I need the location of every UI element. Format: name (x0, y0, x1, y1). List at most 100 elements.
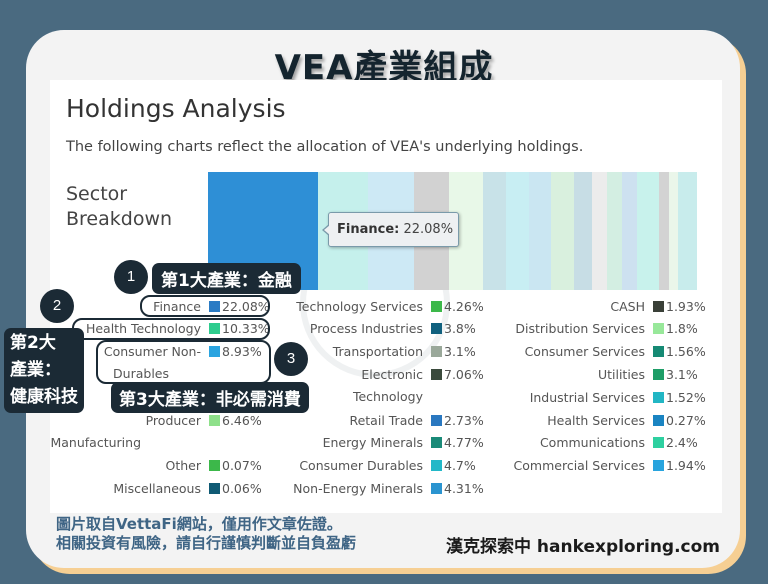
legend-swatch-icon (653, 415, 664, 426)
legend-swatch-icon (653, 460, 664, 471)
bar-segment[interactable] (592, 172, 607, 290)
legend-item-value: 2.73% (431, 413, 484, 428)
bar-segment[interactable] (551, 172, 574, 290)
legend-item: Finance (0, 299, 201, 319)
legend-item: Commercial Services (0, 458, 645, 478)
legend-item-name: Non-Energy Minerals (293, 481, 423, 496)
legend-swatch-icon (431, 437, 442, 448)
legend-item-name: Energy Minerals (322, 435, 423, 450)
finance-highlight-outline (140, 295, 270, 317)
legend-swatch-icon (209, 415, 220, 426)
legend-item-name: Health Technology (85, 321, 201, 336)
legend-item-value: 8.93% (209, 344, 262, 359)
legend-item: Communications (0, 435, 645, 455)
legend-item-name: Utilities (597, 367, 645, 382)
annotation-tag-2: 第2大 產業： 健康科技 (4, 328, 84, 413)
legend-item-value: 3.8% (431, 321, 476, 336)
legend-swatch-icon (653, 392, 664, 403)
legend-item-name: Finance (153, 299, 201, 314)
legend-item: Consumer Services (0, 344, 645, 364)
legend-item: Other (0, 458, 202, 478)
legend-swatch-icon (209, 301, 220, 312)
legend-item-value: 3.1% (431, 344, 476, 359)
legend-item-value: 0.07% (209, 458, 262, 473)
bar-segment[interactable] (574, 172, 592, 290)
legend-item-value: 1.8% (653, 321, 698, 336)
bar-segment[interactable] (669, 172, 678, 290)
annotation-tag-3: 第3大產業：非必需消費 (111, 382, 309, 413)
legend-item: Retail Trade (0, 413, 423, 433)
legend-swatch-icon (653, 323, 664, 334)
legend-swatch-icon (431, 369, 442, 380)
legend-item-name: Transportation (332, 344, 423, 359)
bar-segment[interactable] (678, 172, 697, 290)
tag2-line2: 產業： (10, 360, 61, 380)
legend-swatch-icon (653, 437, 664, 448)
consumer-nondurables-highlight-outline (96, 340, 271, 384)
legend-item-name-cont: Durables (113, 366, 169, 381)
bar-segment[interactable] (483, 172, 506, 290)
legend-item: Distribution Services (0, 321, 645, 341)
legend-item-name: Communications (539, 435, 645, 450)
legend-item: Technology Services (0, 299, 423, 319)
legend-item-name-cont: Manufacturing (50, 435, 141, 450)
bar-segment[interactable] (637, 172, 659, 290)
annotation-number-1: 1 (114, 260, 148, 294)
legend-swatch-icon (209, 346, 220, 357)
sector-label-line2: Breakdown (66, 208, 173, 230)
tooltip-label: Finance: (337, 222, 400, 237)
legend-item-value: 3.1% (653, 367, 698, 382)
legend-item-name: Industrial Services (529, 390, 645, 405)
legend-item-value: 1.94% (653, 458, 706, 473)
legend-item-value: 7.06% (431, 367, 484, 382)
finance-tooltip: Finance: 22.08% (322, 212, 459, 247)
legend-swatch-icon (431, 323, 442, 334)
legend-swatch-icon (431, 415, 442, 426)
disclaimer-line1: 圖片取自VettaFi網站，僅用作文章佐證。 (56, 515, 342, 533)
legend-item-name: Consumer Durables (299, 458, 423, 473)
legend-item: Transportation (0, 344, 423, 364)
bar-segment[interactable] (529, 172, 551, 290)
legend-item: Consumer Durables (0, 458, 423, 478)
bar-segment[interactable] (506, 172, 529, 290)
legend-item: CASH (0, 299, 645, 319)
legend-item-value: 4.26% (431, 299, 484, 314)
legend-item: Consumer Non- Durables (0, 344, 201, 381)
legend-item-name: CASH (610, 299, 645, 314)
sector-breakdown-label: Sector Breakdown (66, 182, 172, 232)
bar-segment[interactable] (607, 172, 622, 290)
legend-item-name: Producer (145, 413, 201, 428)
legend-item: Health Technology (0, 321, 201, 341)
holdings-title: Holdings Analysis (66, 94, 286, 123)
legend-item-value: 4.7% (431, 458, 476, 473)
legend-item-value: 2.4% (653, 435, 698, 450)
legend-item-value: 0.27% (653, 413, 706, 428)
legend-swatch-icon (431, 483, 442, 494)
legend-item-name: Health Services (547, 413, 645, 428)
legend-item-value: 1.56% (653, 344, 706, 359)
bar-segment[interactable] (659, 172, 669, 290)
legend-item-name: Process Industries (309, 321, 423, 336)
legend-item-name-cont: Technology (352, 389, 423, 404)
legend-item: Energy Minerals (0, 435, 423, 455)
legend-item-name: Technology Services (296, 299, 423, 314)
legend-item-value: 4.31% (431, 481, 484, 496)
legend-item-name: Commercial Services (513, 458, 645, 473)
legend-swatch-icon (653, 369, 664, 380)
legend-item: Utilities (0, 367, 645, 387)
legend-item-name: Consumer Non- (103, 344, 201, 359)
bar-segment[interactable] (622, 172, 637, 290)
tag2-line3: 健康科技 (10, 387, 78, 407)
legend-item-name: Miscellaneous (113, 481, 201, 496)
legend-item-name: Electronic (361, 367, 423, 382)
legend-item: Process Industries (0, 321, 423, 341)
health-tech-highlight-outline (72, 318, 270, 340)
legend-item-name: Distribution Services (515, 321, 645, 336)
brand-credit: 漢克探索中 hankexploring.com (446, 537, 721, 557)
holdings-subtitle: The following charts reflect the allocat… (66, 139, 584, 155)
legend-swatch-icon (431, 301, 442, 312)
annotation-tag-1: 第1大產業：金融 (152, 263, 301, 294)
legend-item-value: 1.52% (653, 390, 706, 405)
tag2-line1: 第2大 (10, 333, 56, 353)
